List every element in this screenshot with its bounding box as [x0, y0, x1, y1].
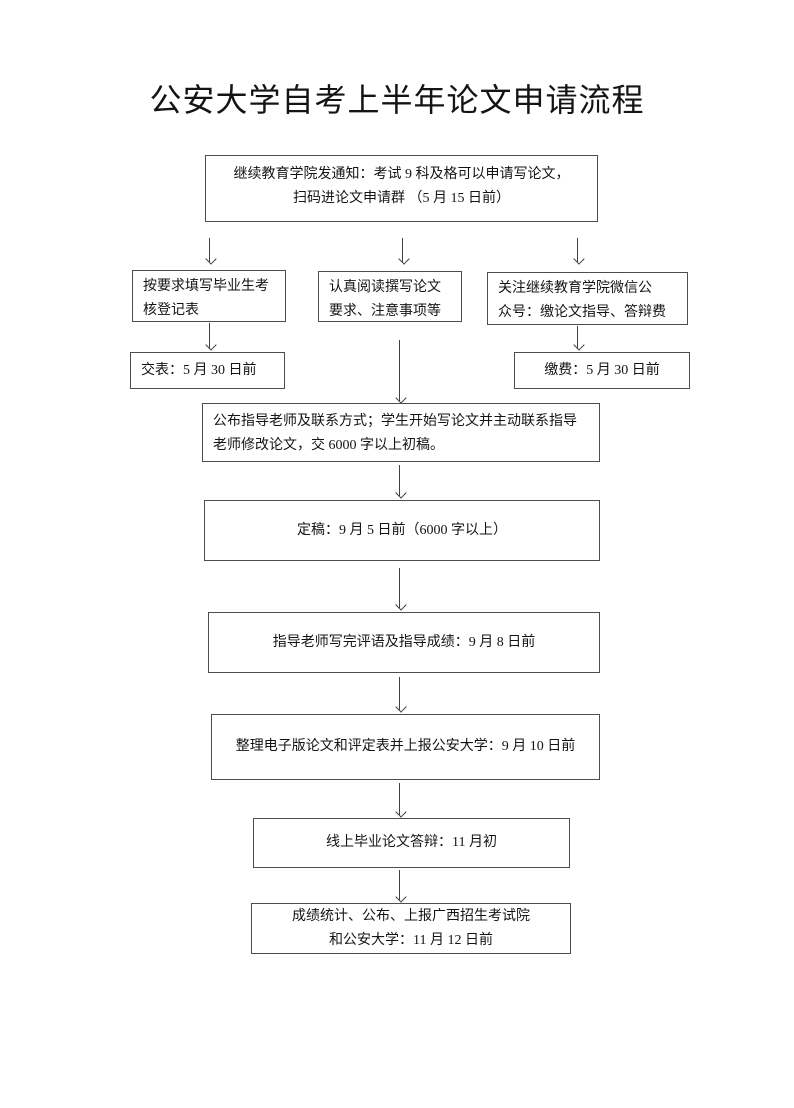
flow-node-report-results: 成绩统计、公布、上报广西招生考试院 和公安大学：11 月 12 日前 — [251, 903, 571, 954]
flow-node-follow-wechat-line2: 众号：缴论文指导、答辩费 — [498, 305, 666, 320]
flow-arrow-follow-wechat-to-pay-fee — [577, 326, 578, 348]
flow-node-notice-line2: 扫码进论文申请群 （5 月 15 日前） — [293, 191, 510, 206]
flow-arrow-teacher-comments-to-submit-university — [399, 677, 400, 710]
flow-arrow-notice-to-follow-wechat — [577, 238, 578, 262]
flow-node-pay-fee: 缴费：5 月 30 日前 — [514, 352, 690, 389]
page-title: 公安大学自考上半年论文申请流程 — [149, 82, 645, 118]
flow-node-fill-form-line2: 核登记表 — [143, 303, 199, 318]
flow-node-fill-form-line1: 按要求填写毕业生考 — [143, 279, 269, 294]
flow-node-pay-fee-text: 缴费：5 月 30 日前 — [544, 362, 660, 378]
flow-node-online-defense: 线上毕业论文答辩：11 月初 — [253, 818, 570, 868]
flow-node-notice: 继续教育学院发通知：考试 9 科及格可以申请写论文， 扫码进论文申请群 （5 月… — [205, 155, 598, 222]
flow-node-submit-form-text: 交表：5 月 30 日前 — [141, 362, 257, 378]
flow-node-assign-teacher: 公布指导老师及联系方式；学生开始写论文并主动联系指导 老师修改论文，交 6000… — [202, 403, 600, 462]
flow-node-final-draft: 定稿：9 月 5 日前（6000 字以上） — [204, 500, 600, 561]
flow-arrow-online-defense-to-report-results — [399, 870, 400, 900]
flow-node-assign-teacher-line2: 老师修改论文，交 6000 字以上初稿。 — [213, 438, 444, 453]
flow-arrow-final-draft-to-teacher-comments — [399, 568, 400, 608]
flow-node-teacher-comments: 指导老师写完评语及指导成绩：9 月 8 日前 — [208, 612, 600, 673]
flow-node-fill-form: 按要求填写毕业生考 核登记表 — [132, 270, 286, 322]
flow-node-notice-line1: 继续教育学院发通知：考试 9 科及格可以申请写论文， — [233, 167, 570, 182]
flow-node-teacher-comments-text: 指导老师写完评语及指导成绩：9 月 8 日前 — [272, 634, 536, 650]
flow-node-read-requirements: 认真阅读撰写论文 要求、注意事项等 — [318, 271, 462, 322]
flow-node-report-results-line2: 和公安大学：11 月 12 日前 — [329, 932, 493, 948]
flow-node-submit-university: 整理电子版论文和评定表并上报公安大学：9 月 10 日前 — [211, 714, 600, 780]
flow-node-submit-form: 交表：5 月 30 日前 — [130, 352, 285, 389]
flow-node-final-draft-text: 定稿：9 月 5 日前（6000 字以上） — [297, 522, 507, 538]
flow-arrow-read-requirements-to-assign-teacher — [399, 340, 400, 401]
flow-node-report-results-line1: 成绩统计、公布、上报广西招生考试院 — [292, 908, 530, 924]
flow-node-read-requirements-line1: 认真阅读撰写论文 — [329, 280, 441, 295]
flow-node-follow-wechat: 关注继续教育学院微信公 众号：缴论文指导、答辩费 — [487, 272, 688, 325]
flow-arrow-assign-teacher-to-final-draft — [399, 465, 400, 496]
flow-node-read-requirements-line2: 要求、注意事项等 — [329, 304, 441, 319]
flow-arrow-submit-university-to-online-defense — [399, 783, 400, 815]
flow-arrow-fill-form-to-submit-form — [209, 323, 210, 348]
flow-arrow-notice-to-fill-form — [209, 238, 210, 262]
flow-node-follow-wechat-line1: 关注继续教育学院微信公 — [498, 281, 652, 296]
flow-node-submit-university-text: 整理电子版论文和评定表并上报公安大学：9 月 10 日前 — [235, 739, 576, 754]
flow-arrow-notice-to-read-requirements — [402, 238, 403, 262]
flow-node-assign-teacher-line1: 公布指导老师及联系方式；学生开始写论文并主动联系指导 — [213, 414, 577, 429]
flow-node-online-defense-text: 线上毕业论文答辩：11 月初 — [326, 835, 497, 850]
